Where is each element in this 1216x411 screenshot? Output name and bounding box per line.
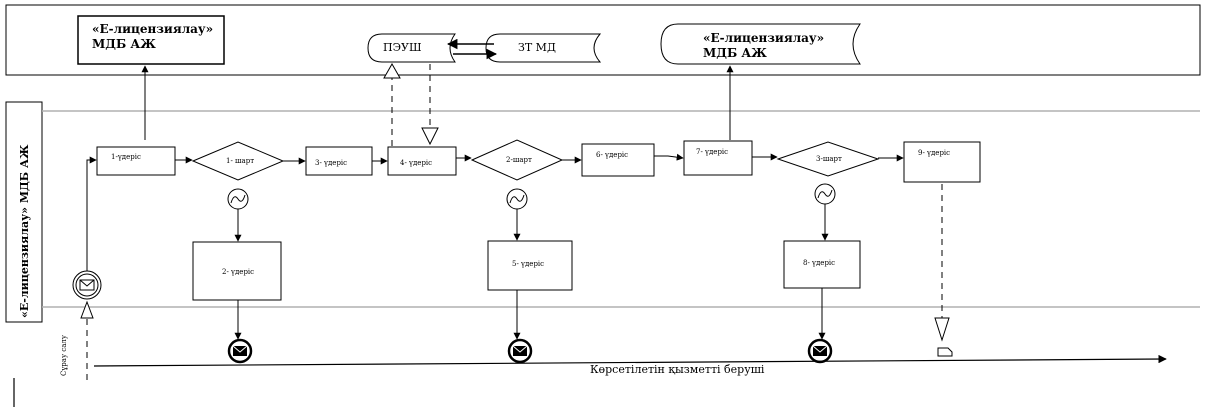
arrow-s6-s7 [654, 153, 684, 161]
zt-md-label: ЗТ МД [518, 41, 556, 54]
step-2-box [192, 241, 282, 301]
system-box-line1: «Е-лицензиялау» [92, 22, 213, 36]
start-message-icon [72, 270, 102, 300]
step-1-label: 1-үдеріс [111, 153, 141, 161]
elicense-drum-line2: МДБ АЖ [703, 46, 767, 60]
step-6-box [581, 143, 655, 177]
elicense-drum-line1: «Е-лицензиялау» [703, 31, 824, 45]
end-message-1-icon [227, 338, 253, 364]
step-3-label: 3- үдеріс [315, 159, 347, 167]
condition-1-label: 1- шарт [226, 157, 254, 165]
open-arrow-down-document [934, 317, 950, 342]
document-icon [937, 347, 953, 357]
arrow-start-s1 [86, 156, 97, 284]
request-label: Сұрау салу [60, 334, 68, 376]
open-arrow-up-peush [383, 62, 401, 79]
step-8-box [783, 240, 861, 289]
open-arrow-up-request [80, 300, 94, 319]
condition-2-label: 2-шарт [506, 156, 532, 164]
open-arrow-down-s4 [421, 127, 439, 146]
end-message-3-icon [807, 338, 833, 364]
zt-md-drum [485, 33, 602, 63]
step-8-label: 8- үдеріс [803, 259, 835, 267]
provider-timeline-arrow [93, 354, 1167, 367]
top-lane-frame [5, 4, 1201, 76]
step-9-box [903, 141, 981, 183]
condition-3-label: 3-шарт [816, 155, 842, 163]
step-3-box [305, 146, 373, 176]
system-box [77, 15, 225, 65]
step-6-label: 6- үдеріс [596, 151, 628, 159]
timer-3-icon [814, 183, 836, 205]
timer-1-icon [227, 188, 249, 210]
provider-label: Көрсетілетін қызметті беруші [590, 363, 765, 376]
step-4-box [387, 146, 457, 176]
step-4-label: 4- үдеріс [400, 159, 432, 167]
step-2-label: 2- үдеріс [222, 268, 254, 276]
step-7-box [683, 140, 753, 176]
peush-label: ПЭУШ [383, 41, 422, 54]
step-1-box [96, 146, 176, 176]
timer-2-icon [506, 188, 528, 210]
step-9-label: 9- үдеріс [918, 149, 950, 157]
step-5-box [487, 240, 573, 291]
step-7-label: 7- үдеріс [696, 148, 728, 156]
step-5-label: 5- үдеріс [512, 260, 544, 268]
end-message-2-icon [507, 338, 533, 364]
swimlane-label: «Е-лицензиялау» МДБ АЖ [18, 144, 31, 318]
condition-3-diamond [776, 141, 880, 177]
elicense-drum [660, 23, 861, 65]
swimlane-label-box [5, 101, 43, 323]
system-box-line2: МДБ АЖ [92, 37, 156, 51]
